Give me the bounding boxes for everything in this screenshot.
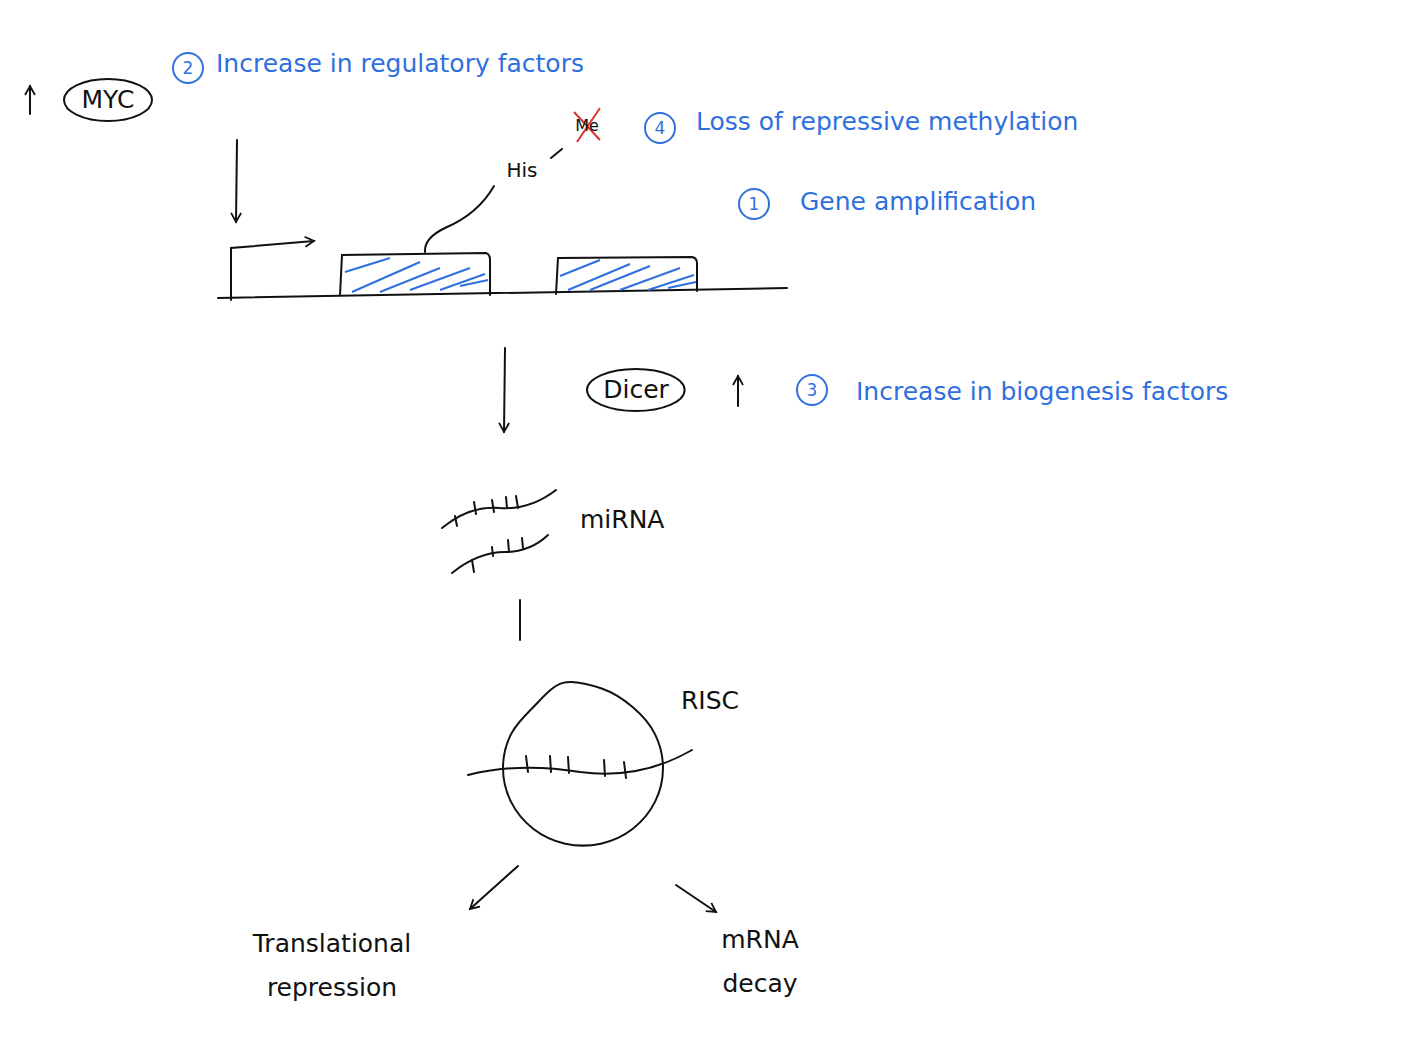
callout-circle	[645, 113, 675, 143]
base-pairs	[455, 496, 518, 526]
methyl-label: Me	[575, 116, 599, 135]
mirna-strand	[442, 490, 556, 528]
ellipse-shape	[587, 369, 685, 411]
callout-circle	[739, 189, 769, 219]
base-pairs	[472, 538, 523, 572]
outcome-arrow	[470, 866, 518, 909]
base-pairs	[526, 756, 626, 778]
callout-circle	[797, 375, 827, 405]
risc-shape	[503, 682, 663, 846]
exon-box	[340, 253, 490, 295]
callout-number: 2	[183, 58, 194, 78]
node-label: MYC	[82, 85, 135, 115]
protein-ellipse: MYC	[63, 78, 153, 122]
annotation-text: Gene amplification	[800, 187, 1036, 217]
down-arrow	[236, 140, 237, 222]
up-arrow	[737, 376, 739, 406]
methyl-bond	[551, 149, 562, 158]
outcome-label: mRNA decay	[695, 918, 825, 1006]
risc-complex: RISC	[495, 682, 745, 852]
annotation-text: Increase in regulatory factors	[216, 49, 584, 79]
down-arrow	[504, 348, 505, 432]
callout-number: 3	[807, 380, 818, 400]
annotation-text: Loss of repressive methylation	[696, 107, 1078, 137]
node-label: RISC	[681, 686, 739, 716]
exon-box	[556, 257, 697, 294]
exon-hatching	[345, 258, 488, 292]
ellipse-shape	[64, 79, 152, 121]
mrna-strand	[468, 750, 692, 775]
outcome-arrow	[676, 885, 716, 912]
callout-number: 4	[655, 118, 666, 138]
down-line	[519, 600, 521, 640]
mirna-strand	[452, 535, 548, 573]
node-label: Dicer	[603, 375, 669, 405]
dna-line	[218, 288, 787, 298]
promoter-arrow	[231, 241, 314, 300]
histone-label: His	[506, 158, 537, 182]
outcome-label: Translational repression	[227, 922, 437, 1010]
protein-ellipse: Dicer	[586, 368, 686, 412]
up-arrow	[29, 86, 31, 114]
callout-circle	[173, 53, 203, 83]
mirna-label: miRNA	[580, 505, 664, 535]
callout-number: 1	[749, 194, 760, 214]
exon-hatching	[560, 260, 696, 290]
histone-tail	[425, 186, 494, 252]
cross-out	[574, 108, 600, 142]
annotation-text: Increase in biogenesis factors	[856, 377, 1228, 407]
